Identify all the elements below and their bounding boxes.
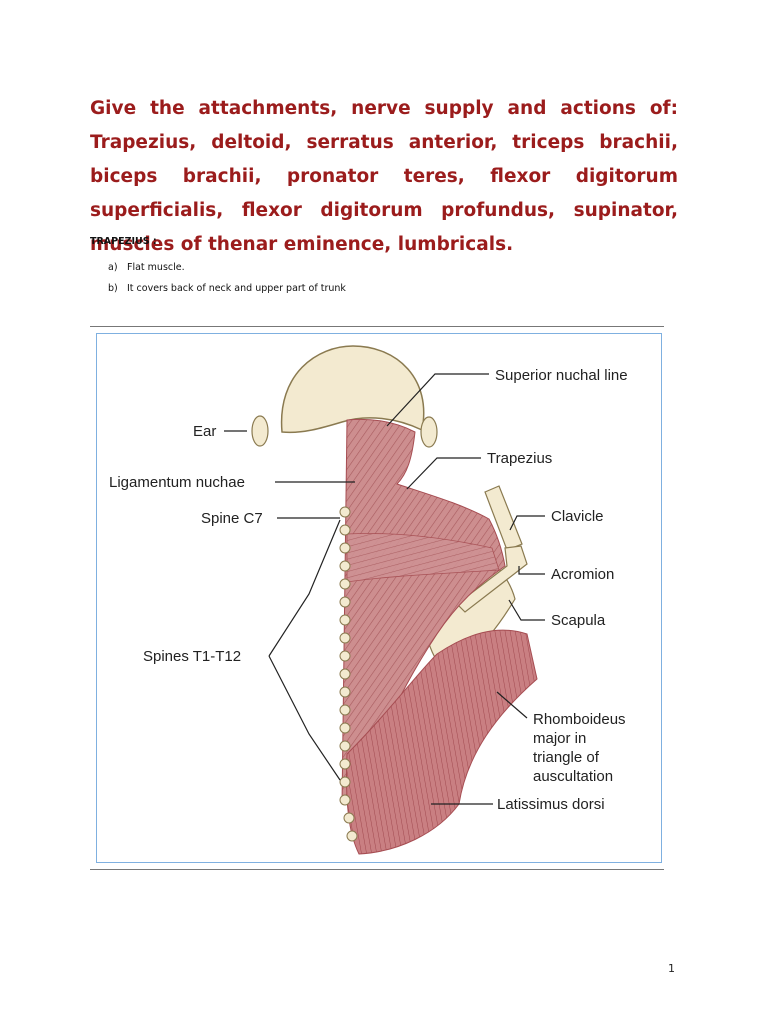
page-number: 1: [668, 962, 675, 975]
clavicle-shape: [484, 485, 523, 551]
anatomy-figure: Superior nuchal line Ear Trapezius Ligam…: [90, 326, 664, 870]
list-item-text: Flat muscle.: [127, 262, 185, 273]
ear-right-shape: [420, 416, 438, 448]
leader-lines: [224, 373, 545, 805]
label-rhomboideus-2: major in: [533, 730, 586, 747]
section-title: TRAPEZIUS :: [90, 236, 157, 247]
rhomboid-muscle-shape: [346, 533, 500, 583]
label-ligamentum-nuchae: Ligamentum nuchae: [109, 474, 245, 491]
ear-left-shape: [251, 415, 269, 447]
list-marker: a): [108, 262, 118, 273]
label-trapezius: Trapezius: [487, 450, 552, 467]
label-rhomboideus-3: triangle of: [533, 749, 600, 766]
list-item: a) Flat muscle.: [108, 257, 346, 278]
list-item: b) It covers back of neck and upper part …: [108, 278, 346, 299]
page-heading: Give the attachments, nerve supply and a…: [90, 98, 678, 255]
spine-beads: [339, 506, 358, 842]
trapezius-diagram: Superior nuchal line Ear Trapezius Ligam…: [109, 345, 628, 855]
figure-frame: Superior nuchal line Ear Trapezius Ligam…: [96, 333, 662, 863]
list-marker: b): [108, 283, 118, 294]
skull-shape: [280, 345, 425, 434]
label-rhomboideus-4: auscultation: [533, 768, 613, 785]
label-clavicle: Clavicle: [551, 508, 604, 525]
label-superior-nuchal-line: Superior nuchal line: [495, 367, 628, 384]
points-list: a) Flat muscle. b) It covers back of neck …: [108, 257, 346, 299]
label-ear: Ear: [193, 423, 216, 440]
label-spines-t1-t12: Spines T1-T12: [143, 648, 241, 665]
label-rhomboideus-1: Rhomboideus: [533, 711, 626, 728]
label-spine-c7: Spine C7: [201, 510, 263, 527]
label-latissimus-dorsi: Latissimus dorsi: [497, 796, 605, 813]
latissimus-muscle-shape: [346, 629, 538, 855]
list-item-text: It covers back of neck and upper part of…: [127, 283, 346, 294]
label-acromion: Acromion: [551, 566, 614, 583]
label-scapula: Scapula: [551, 612, 606, 629]
acromion-shape: [456, 545, 528, 613]
